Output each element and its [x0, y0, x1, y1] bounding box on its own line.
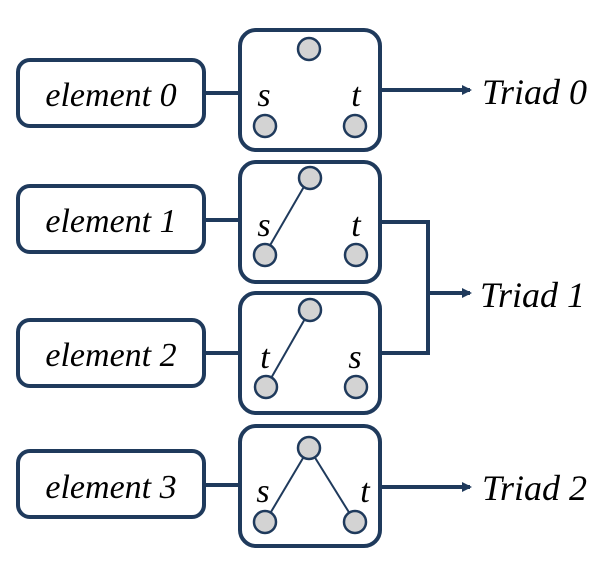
triad-1-left-node: [252, 242, 278, 268]
triad-0-left-node: [252, 113, 278, 139]
output-2-label: Triad 2: [482, 468, 587, 508]
merge-bracket: [380, 220, 430, 355]
output-1-label: Triad 1: [480, 275, 585, 315]
triad-3-right-label: t: [360, 473, 371, 510]
triad-1-left-label: s: [257, 207, 270, 244]
triad-3-edge-right-top: [308, 447, 356, 523]
triad-0-left-label: s: [257, 77, 270, 114]
triad-1-right-node: [343, 242, 369, 268]
triad-2-left-label: t: [260, 339, 271, 376]
row-3: element 3 s t Triad 2: [16, 424, 587, 548]
element-0-label: element 0: [45, 77, 176, 114]
triad-3-top-node: [296, 435, 322, 461]
triad-3-left-label: s: [256, 473, 269, 510]
triad-2-right-node: [343, 374, 369, 400]
triad-1-merge: Triad 1: [380, 220, 585, 355]
triad-1-right-label: t: [351, 207, 362, 244]
triad-3-right-node: [342, 509, 368, 535]
triad-1-top-node: [297, 165, 323, 191]
row-1: element 1 s t: [16, 160, 382, 284]
element-2-label: element 2: [45, 337, 176, 374]
triad-2-edge-left-top: [265, 309, 311, 388]
triad-3-left-node: [252, 509, 278, 535]
triad-3-edge-left-top: [264, 447, 310, 523]
triad-0-right-node: [342, 113, 368, 139]
triad-0-top-node: [296, 36, 322, 62]
row-2: element 2 t s: [16, 291, 382, 415]
triad-2-left-node: [253, 374, 279, 400]
triad-2-top-node: [297, 297, 323, 323]
element-3-label: element 3: [45, 469, 176, 506]
row-0: element 0 s t Triad 0: [16, 28, 587, 152]
triad-1-edge-left-top: [264, 177, 310, 255]
triad-0-right-label: t: [351, 77, 362, 114]
triad-2-right-label: s: [348, 339, 361, 376]
element-1-label: element 1: [45, 203, 176, 240]
output-0-label: Triad 0: [482, 72, 587, 112]
